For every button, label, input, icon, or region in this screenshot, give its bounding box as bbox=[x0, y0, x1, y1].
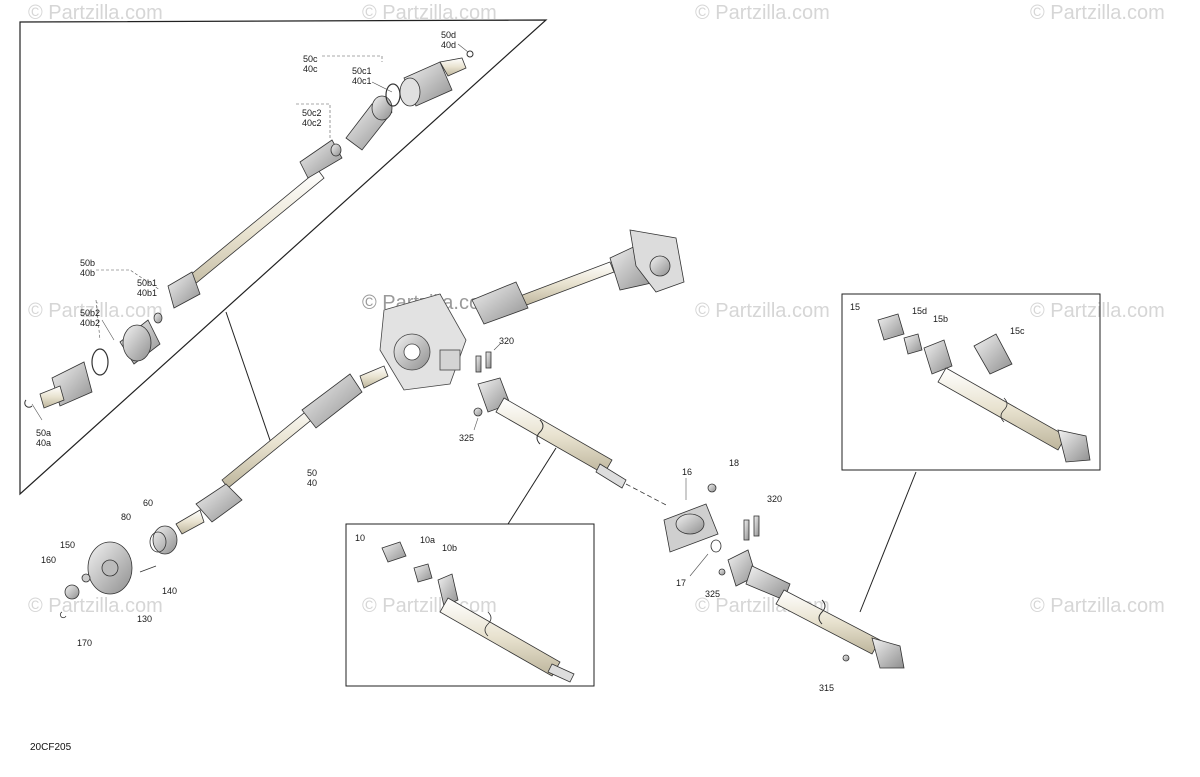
inset15-pointer bbox=[859, 471, 917, 613]
inset-15-parts bbox=[877, 313, 1091, 463]
shaft-break-1 bbox=[536, 419, 544, 445]
front-differential bbox=[379, 293, 467, 391]
inset-15-title: 15 bbox=[850, 302, 861, 312]
cv-boot-lower bbox=[119, 312, 163, 365]
callout-40c1: 40c1 bbox=[352, 76, 372, 86]
wheel-hub-assembly bbox=[59, 525, 178, 619]
leader-lines-triangle bbox=[95, 55, 383, 341]
callout-50b2: 50b2 bbox=[80, 308, 101, 318]
callout-40d: 40d bbox=[441, 40, 457, 50]
axle-detail-frame bbox=[19, 19, 548, 496]
leader-lines-solid bbox=[31, 43, 469, 421]
cv-boot-upper bbox=[330, 95, 393, 157]
callout-80: 80 bbox=[121, 512, 132, 522]
watermark: © Partzilla.com bbox=[695, 2, 830, 24]
callout-40c2: 40c2 bbox=[302, 118, 322, 128]
callout-50b: 50b bbox=[80, 258, 96, 268]
callout-50a: 50a bbox=[36, 428, 52, 438]
rear-propshaft bbox=[718, 515, 905, 669]
callout-40a: 40a bbox=[36, 438, 52, 448]
callout-17: 17 bbox=[676, 578, 687, 588]
inset-15-frame bbox=[841, 293, 1101, 471]
watermark: © Partzilla.com bbox=[1030, 595, 1165, 617]
callout-40c: 40c bbox=[303, 64, 318, 74]
axle-shaft-exploded bbox=[167, 139, 343, 309]
cv-joint-upper bbox=[399, 57, 467, 107]
inset-10-parts bbox=[381, 541, 575, 683]
watermark: © Partzilla.com bbox=[362, 2, 497, 24]
callout-40: 40 bbox=[307, 478, 318, 488]
rear-axle bbox=[471, 229, 685, 325]
callout-50c2: 50c2 bbox=[302, 108, 322, 118]
callout-150: 150 bbox=[60, 540, 76, 550]
watermark: © Partzilla.com bbox=[1030, 300, 1165, 322]
watermark: © Partzilla.com bbox=[1030, 2, 1165, 24]
callout-40b2: 40b2 bbox=[80, 318, 101, 328]
callout-18: 18 bbox=[729, 458, 740, 468]
callout-160: 160 bbox=[41, 555, 57, 565]
watermark: © Partzilla.com bbox=[695, 300, 830, 322]
callout-50c: 50c bbox=[303, 54, 318, 64]
callout-130: 130 bbox=[137, 614, 153, 624]
circlip-lower bbox=[24, 399, 33, 408]
watermark: © Partzilla.com bbox=[28, 2, 163, 24]
bolts-diff bbox=[473, 351, 492, 417]
callout-170: 170 bbox=[77, 638, 93, 648]
cv-joint-lower bbox=[39, 361, 93, 409]
callout-325-rear: 325 bbox=[705, 589, 721, 599]
clamp-ring-lower bbox=[91, 348, 109, 376]
circlip-upper bbox=[466, 50, 474, 58]
shaft-break-2 bbox=[818, 599, 826, 625]
callout-15b: 15b bbox=[933, 314, 949, 324]
callout-50b1: 50b1 bbox=[137, 278, 158, 288]
callout-320-front: 320 bbox=[499, 336, 515, 346]
inset10-pointer bbox=[507, 447, 557, 525]
watermark: © Partzilla.com bbox=[28, 595, 163, 617]
watermark: © Partzilla.com bbox=[28, 300, 163, 322]
triangle-pointer bbox=[225, 311, 273, 447]
inset-10-title: 10 bbox=[355, 533, 366, 543]
diagram-code: 20CF205 bbox=[30, 742, 72, 753]
callout-50: 50 bbox=[307, 468, 318, 478]
inset-10-frame bbox=[345, 523, 595, 687]
callout-10a: 10a bbox=[420, 535, 436, 545]
callout-60: 60 bbox=[143, 498, 154, 508]
callout-320-rear: 320 bbox=[767, 494, 783, 504]
callout-40b: 40b bbox=[80, 268, 96, 278]
clamp-ring-upper bbox=[385, 83, 401, 107]
front-propshaft bbox=[477, 377, 627, 489]
center-bearing bbox=[663, 483, 722, 553]
callout-15c: 15c bbox=[1010, 326, 1025, 336]
callout-50d: 50d bbox=[441, 30, 457, 40]
callout-315: 315 bbox=[819, 683, 835, 693]
callout-15d: 15d bbox=[912, 306, 928, 316]
callout-325-front: 325 bbox=[459, 433, 475, 443]
callout-40b1: 40b1 bbox=[137, 288, 158, 298]
callout-140: 140 bbox=[162, 586, 178, 596]
front-axle bbox=[175, 365, 389, 535]
callout-10b: 10b bbox=[442, 543, 458, 553]
callout-50c1: 50c1 bbox=[352, 66, 372, 76]
dashed-link bbox=[625, 483, 669, 507]
callout-16: 16 bbox=[682, 467, 693, 477]
